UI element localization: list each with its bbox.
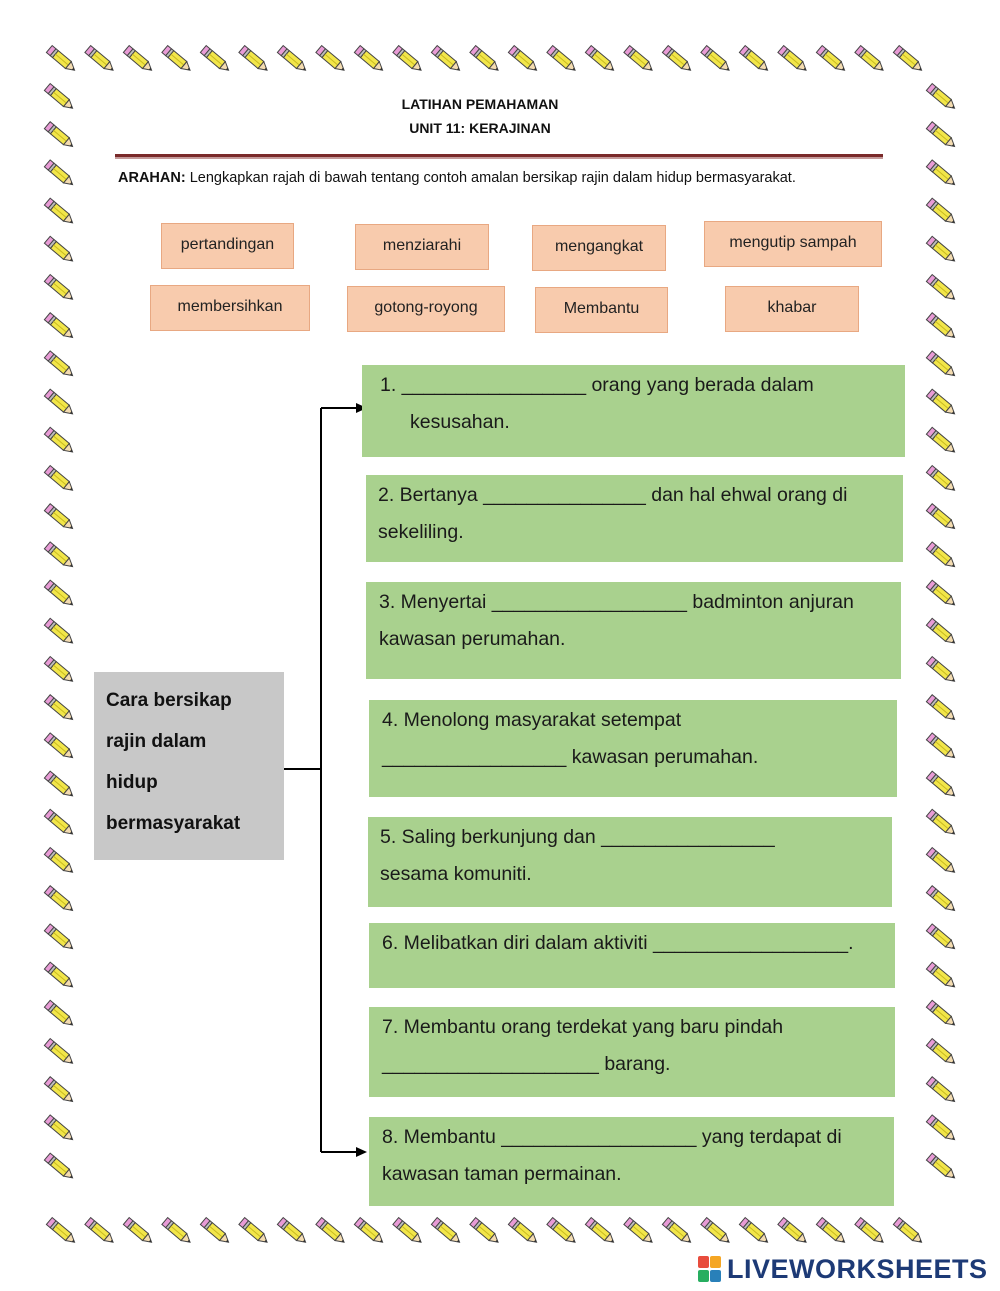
question-5-text-cont: sesama komuniti. [380, 863, 532, 885]
question-box-7: 7. Membantu orang terdekat yang baru pin… [369, 1007, 895, 1097]
word-card-membersihkan[interactable]: membersihkan [150, 285, 310, 331]
question-1-text: 1. _________________ orang yang berada d… [380, 374, 814, 396]
question-5-text: 5. Saling berkunjung dan _______________… [380, 826, 775, 848]
question-4-text-cont: _________________ kawasan perumahan. [382, 746, 759, 768]
concept-line: rajin dalam [106, 731, 207, 752]
question-box-5: 5. Saling berkunjung dan _______________… [368, 817, 892, 907]
page-title: LATIHAN PEMAHAMAN [401, 96, 559, 112]
question-box-4: 4. Menolong masyarakat setempat ________… [369, 700, 897, 797]
question-2-text: 2. Bertanya _______________ dan hal ehwa… [378, 484, 848, 506]
concept-line: hidup [106, 772, 158, 793]
instruction-text: ARAHAN: Lengkapkan rajah di bawah tentan… [118, 170, 796, 186]
concept-box: Cara bersikap rajin dalam hidup bermasya… [94, 672, 284, 860]
instruction-label: ARAHAN: [118, 170, 186, 186]
instruction-body: Lengkapkan rajah di bawah tentang contoh… [185, 170, 792, 186]
question-box-8: 8. Membantu __________________ yang terd… [369, 1117, 894, 1206]
instruction-end: . [791, 170, 796, 186]
question-8-text-cont: kawasan taman permainan. [382, 1163, 622, 1185]
word-card-khabar[interactable]: khabar [725, 286, 859, 332]
question-box-6: 6. Melibatkan diri dalam aktiviti ______… [369, 923, 895, 988]
question-1-text-cont: kesusahan. [410, 411, 510, 433]
question-2-text-cont: sekeliling. [378, 521, 464, 543]
word-card-membantu[interactable]: Membantu [535, 287, 668, 333]
word-card-menziarahi[interactable]: menziarahi [355, 224, 489, 270]
title-divider [115, 154, 883, 159]
word-card-pertandingan[interactable]: pertandingan [161, 223, 294, 269]
question-7-text-cont: ____________________ barang. [382, 1053, 671, 1075]
page-subtitle: UNIT 11: KERAJINAN [409, 120, 551, 136]
concept-line: bermasyarakat [106, 813, 241, 834]
question-7-text: 7. Membantu orang terdekat yang baru pin… [382, 1016, 784, 1038]
question-4-text: 4. Menolong masyarakat setempat [382, 709, 682, 731]
question-box-3: 3. Menyertai __________________ badminto… [366, 582, 901, 679]
concept-line: Cara bersikap [106, 690, 232, 711]
watermark-text: LIVEWORKSHEETS [727, 1254, 988, 1284]
question-box-1: 1. _________________ orang yang berada d… [362, 365, 905, 457]
question-box-2: 2. Bertanya _______________ dan hal ehwa… [366, 475, 903, 562]
word-card-mengutip-sampah[interactable]: mengutip sampah [704, 221, 882, 267]
question-6-text: 6. Melibatkan diri dalam aktiviti ______… [382, 932, 854, 954]
question-3-text-cont: kawasan perumahan. [379, 628, 566, 650]
word-card-mengangkat[interactable]: mengangkat [532, 225, 666, 271]
question-3-text: 3. Menyertai __________________ badminto… [379, 591, 854, 613]
liveworksheets-logo-icon [698, 1256, 721, 1282]
word-card-gotong-royong[interactable]: gotong-royong [347, 286, 505, 332]
question-8-text: 8. Membantu __________________ yang terd… [382, 1126, 842, 1148]
